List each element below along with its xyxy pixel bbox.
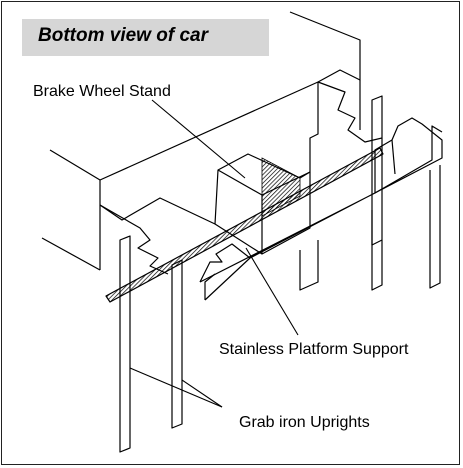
left-break — [41, 237, 101, 271]
side-sill-break — [199, 243, 251, 283]
leader-brake-wheel-stand — [151, 99, 246, 179]
sill-post — [299, 240, 319, 291]
brake-wheel-stand — [214, 172, 311, 255]
sill-top — [374, 125, 443, 194]
diagram-title: Bottom view of car — [38, 25, 208, 46]
label-brake-wheel-stand: Brake Wheel Stand — [33, 83, 171, 100]
side-sill-front — [204, 273, 216, 300]
sill-post-2 — [371, 210, 383, 246]
sill-inner — [391, 139, 396, 175]
right-upright-upper — [371, 95, 383, 291]
leader-grab-iron-left — [129, 367, 223, 408]
title-banner — [22, 19, 269, 56]
grab-iron-upright-right — [171, 259, 183, 429]
label-platform-support: Stainless Platform Support — [219, 341, 409, 358]
label-grab-iron-uprights: Grab iron Uprights — [239, 414, 370, 431]
platform-support-hatch — [106, 148, 383, 302]
side-sill — [199, 117, 443, 301]
leader-grab-iron-right — [181, 379, 223, 408]
car-body-top — [99, 81, 319, 181]
leader-platform-support — [245, 247, 299, 336]
upper-right-break — [317, 81, 383, 143]
stand-hatch — [261, 157, 301, 217]
left-frame-break — [99, 204, 169, 275]
grab-iron-upright-left — [119, 235, 131, 453]
sill-post-3 — [429, 165, 441, 289]
